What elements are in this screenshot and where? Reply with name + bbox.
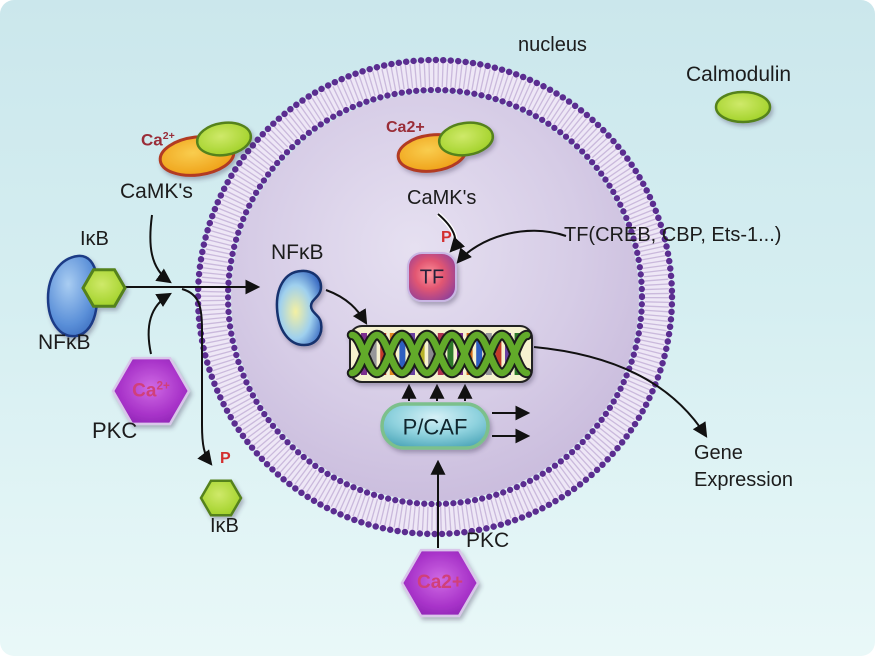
pkc-label-left: PKC (92, 418, 138, 443)
dna-base-pair (370, 333, 377, 375)
nucleus-label: nucleus (518, 34, 587, 56)
dna-base-pair (428, 333, 435, 375)
calcium-sup: 2+ (156, 379, 170, 393)
arrow-nfkb-to-dna (325, 289, 368, 325)
calcium-base: Ca (132, 380, 157, 402)
camks-label-outside: CaMK's (120, 180, 193, 203)
calcium-label-hexagon-bottom: Ca2+ (417, 572, 463, 594)
pkc-calcium-hexagon-left (111, 356, 191, 426)
tf-label: TF (419, 266, 445, 289)
dna-base-pair (399, 333, 406, 375)
arrow-camks-to-tf (437, 213, 466, 253)
gene-expression-label-line2: Expression (694, 469, 793, 491)
arrow-pkc-to-junction (147, 292, 172, 355)
dna-base-pair (476, 333, 483, 375)
dna-base-pair (380, 333, 387, 375)
pkc-calcium-hexagon-bottom (400, 548, 480, 618)
pcaf-coactivator (380, 402, 490, 450)
ikb-subunit-hexagon (81, 268, 127, 308)
arrow-dna-to-gene-expression (533, 346, 708, 438)
pathway-arrows (118, 212, 708, 548)
membrane-lipid-tails (201, 63, 669, 531)
calmodulin-label: Calmodulin (686, 63, 792, 86)
gene-expression-label-line1: Gene (694, 442, 743, 464)
calmodulin-molecule (714, 90, 772, 124)
calcium-label-inside: Ca2+ (386, 119, 425, 136)
camks-complex-outside (158, 121, 253, 177)
pcaf-label: P/CAF (402, 414, 468, 440)
nfkb-label-inside: NFκB (271, 241, 324, 264)
arrow-ikb-release (181, 288, 213, 466)
nfkb-ikb-complex (46, 254, 127, 338)
tf-transcription-factor (407, 252, 457, 302)
membrane-inner-bead-ring (224, 86, 646, 508)
dna-base-pair (505, 333, 511, 375)
camks-label-inside: CaMK's (407, 187, 477, 209)
calcium-label-hexagon-left: Ca2+ (132, 380, 170, 401)
dna-base-pair (418, 333, 425, 375)
calcium-base: Ca (141, 130, 163, 150)
tf-note-label: TF(CREB, CBP, Ets-1...) (564, 224, 782, 246)
ikb-label-complex: IκB (80, 228, 109, 250)
nfkb-protein-inside (275, 269, 323, 347)
calmodulin-bound (437, 121, 495, 157)
dna-helix (346, 325, 533, 383)
phosphate-label-tf: P (441, 229, 452, 246)
pkc-label-bottom: PKC (466, 529, 510, 552)
calcium-label-outside: Ca2+ (141, 130, 175, 150)
membrane-outer-bead-ring (194, 56, 676, 538)
camks-complex-inside (396, 121, 495, 173)
phosphate-label-released: P (220, 450, 231, 467)
calmodulin-bound (195, 121, 253, 157)
dna-base-pair (495, 333, 502, 375)
arrow-tfnote-to-tf (456, 229, 567, 264)
calcium-sup: 2+ (162, 130, 175, 142)
ikb-label-released: IκB (210, 515, 239, 537)
dna-base-pair (447, 333, 454, 375)
dna-strands (348, 331, 531, 377)
ikb-released-hexagon (199, 479, 243, 517)
nfkb-label-outside: NFκB (38, 331, 91, 354)
arrow-camks-to-junction (149, 214, 172, 284)
